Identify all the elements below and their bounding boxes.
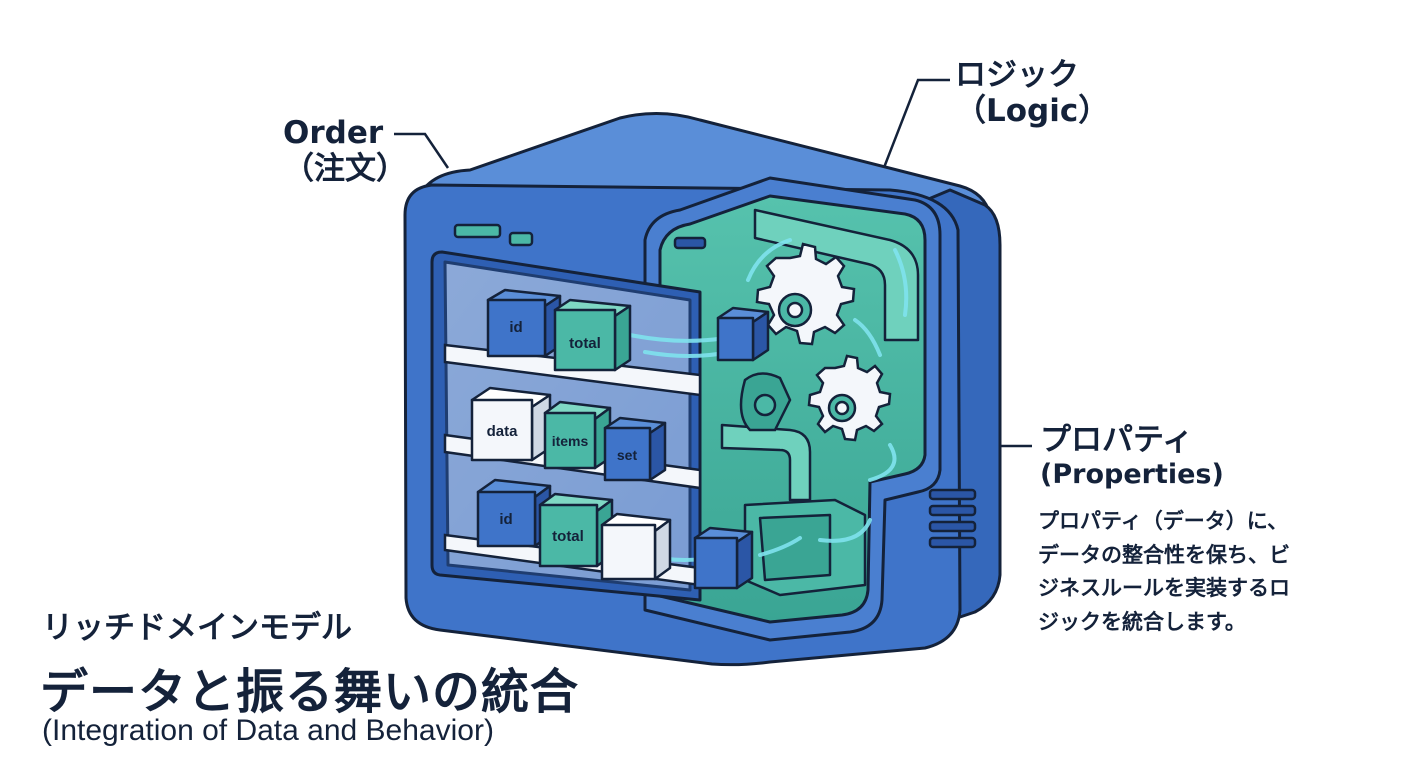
gear-icon xyxy=(807,354,892,442)
footer-subtitle: リッチドメインモデル xyxy=(42,610,352,646)
box-blank-bottom xyxy=(600,512,672,581)
box-labels: id total data items set id total xyxy=(487,319,638,545)
properties-label-en: (Properties) xyxy=(1040,458,1224,490)
logic-label-en: （Logic） xyxy=(955,92,1110,129)
box-label: items xyxy=(552,433,589,449)
box-id-top xyxy=(486,288,562,358)
gear-icon xyxy=(755,242,856,346)
order-label-jp: （注文） xyxy=(283,150,407,187)
box-moving-top xyxy=(716,306,770,362)
footer-english: (Integration of Data and Behavior) xyxy=(42,714,494,747)
logic-label-jp: ロジック xyxy=(955,57,1079,93)
properties-description: プロパティ（データ）に、 データの整合性を保ち、ビ ジネスルールを実装するロ ジ… xyxy=(1038,509,1290,634)
box-moving-bottom xyxy=(693,526,754,590)
properties-label-jp: プロパティ xyxy=(1040,422,1194,458)
pipes xyxy=(720,208,920,597)
box-label: id xyxy=(499,511,512,528)
box-set xyxy=(603,416,667,482)
box-label: data xyxy=(487,423,519,440)
box-data xyxy=(470,386,552,462)
box-label: total xyxy=(552,528,584,545)
properties-label: プロパティ (Properties) xyxy=(1040,422,1224,490)
data-boxes xyxy=(470,288,770,590)
logic-label: ロジック （Logic） xyxy=(955,57,1110,129)
box-total-top xyxy=(553,298,632,372)
box-label: set xyxy=(617,447,638,463)
vents xyxy=(453,223,977,549)
order-label-en: Order xyxy=(283,115,384,151)
box-items xyxy=(543,400,612,470)
footer-title: データと振る舞いの統合 xyxy=(40,664,580,720)
box-label: total xyxy=(569,335,601,352)
gear-icon xyxy=(739,372,792,432)
box-label: id xyxy=(509,319,522,336)
order-label: Order （注文） xyxy=(283,115,407,187)
